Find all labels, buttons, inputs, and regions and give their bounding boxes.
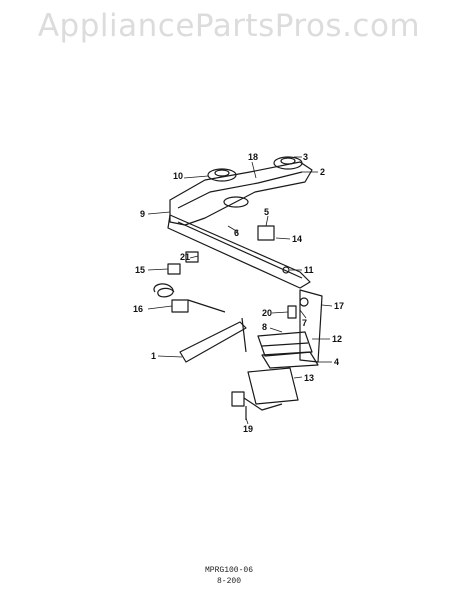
callout-12: 12 [332,334,342,344]
wire-harness-16 [153,283,175,298]
callout-19: 19 [243,424,253,434]
part-20 [287,305,297,319]
tube-1 [179,321,247,363]
watermark-logo: AppliancePartsPros.com [37,8,421,44]
callout-9: 9 [140,209,145,219]
callout-7: 7 [302,318,307,328]
model-number: MPRG100-06 [204,566,253,575]
valve-21 [185,251,199,263]
burner-cap-3 [273,156,303,170]
plate-4 [261,351,319,369]
valve-14 [257,225,275,241]
diagram-code: 8-200 [216,577,241,586]
valve-15 [167,263,181,275]
callout-17: 17 [334,301,344,311]
callout-11: 11 [304,265,314,275]
callout-2: 2 [320,167,325,177]
callout-21: 21 [180,252,190,262]
manifold-frame [169,161,313,226]
callout-8: 8 [262,322,267,332]
burner-cap-center [223,196,249,208]
callout-15: 15 [135,265,145,275]
callout-1: 1 [151,351,156,361]
callout-13: 13 [304,373,314,383]
callout-18: 18 [248,152,258,162]
burner-cap-10 [207,168,237,182]
bracket-12 [257,331,313,357]
callout-20: 20 [262,308,272,318]
callout-5: 5 [264,207,269,217]
callout-6: 6 [234,228,239,238]
callout-10: 10 [173,171,183,181]
manifold-bar [167,214,311,289]
callout-3: 3 [303,152,308,162]
callout-14: 14 [292,234,302,244]
callout-16: 16 [133,304,143,314]
assembly-13 [247,367,299,405]
callout-4: 4 [334,357,339,367]
